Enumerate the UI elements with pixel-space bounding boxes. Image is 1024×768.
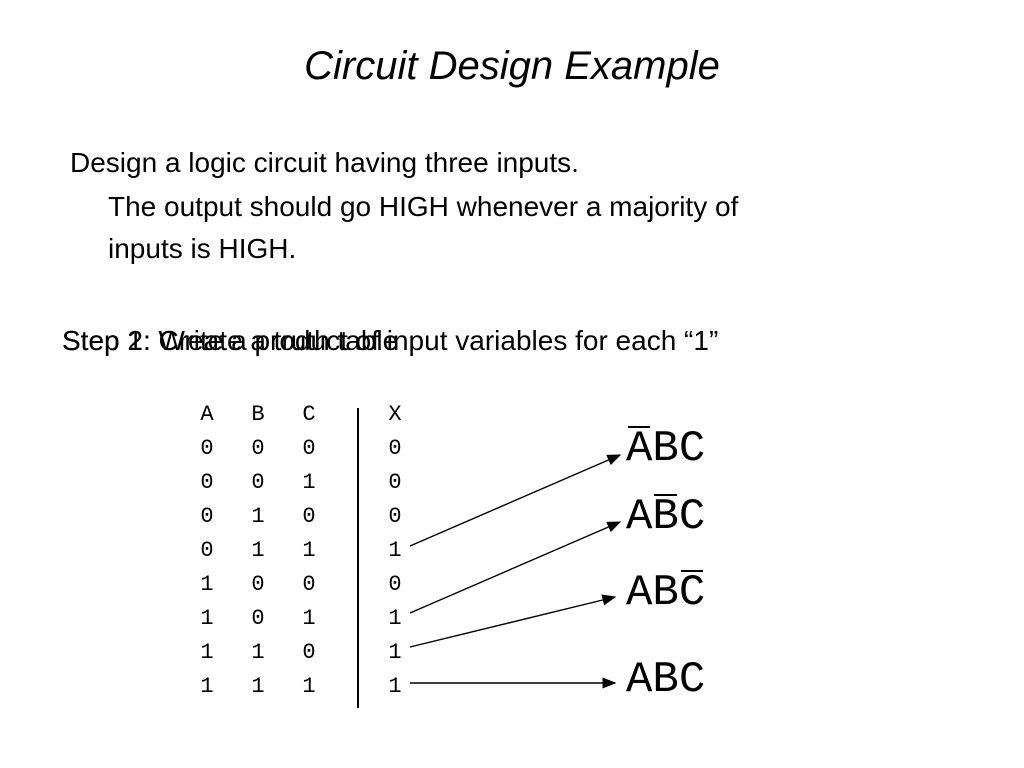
term-variable: C bbox=[678, 492, 706, 542]
step-2-text: Step 2: Write a product of input variabl… bbox=[62, 325, 719, 356]
problem-line-3: inputs is HIGH. bbox=[108, 233, 297, 264]
problem-line-2: The output should go HIGH whenever a maj… bbox=[108, 191, 739, 222]
term-variable: C bbox=[678, 655, 706, 705]
table-cell: 0 bbox=[251, 436, 265, 461]
arrow-row-011 bbox=[409, 454, 622, 547]
term-variable: B bbox=[652, 568, 679, 618]
term-variable: B bbox=[652, 424, 679, 474]
product-term-4: ABC bbox=[626, 655, 705, 705]
term-variable: A bbox=[626, 568, 653, 618]
term-variable: B bbox=[652, 492, 679, 542]
table-cell: 0 bbox=[251, 470, 265, 495]
term-variable: A bbox=[626, 492, 653, 542]
table-header-x: X bbox=[388, 402, 402, 427]
table-cell: 1 bbox=[200, 674, 214, 699]
problem-line-1: Design a logic circuit having three inpu… bbox=[70, 147, 579, 178]
table-cell: 1 bbox=[388, 640, 402, 665]
table-cell: 0 bbox=[200, 470, 214, 495]
product-term-1: ABC bbox=[626, 424, 705, 474]
term-variable: C bbox=[678, 568, 706, 618]
table-cell: 1 bbox=[200, 640, 214, 665]
table-cell: 1 bbox=[251, 640, 265, 665]
table-cell: 1 bbox=[302, 674, 316, 699]
table-cell: 1 bbox=[302, 470, 316, 495]
table-cell: 0 bbox=[388, 504, 402, 529]
table-cell: 0 bbox=[251, 606, 265, 631]
table-cell: 1 bbox=[388, 538, 402, 563]
step-1-text: Step 1: Create a truth table bbox=[62, 325, 399, 356]
table-cell: 1 bbox=[302, 538, 316, 563]
table-cell: 0 bbox=[388, 470, 402, 495]
table-header-c: C bbox=[302, 402, 316, 427]
term-variable: A bbox=[626, 424, 653, 474]
term-variable: B bbox=[652, 655, 679, 705]
table-header-a: A bbox=[200, 402, 214, 427]
table-cell: 0 bbox=[302, 436, 316, 461]
table-cell: 1 bbox=[251, 504, 265, 529]
term-variable: C bbox=[678, 424, 706, 474]
table-cell: 0 bbox=[388, 572, 402, 597]
table-cell: 1 bbox=[388, 674, 402, 699]
table-cell: 1 bbox=[200, 572, 214, 597]
table-cell: 1 bbox=[388, 606, 402, 631]
arrow-row-101 bbox=[409, 521, 622, 614]
table-cell: 0 bbox=[302, 504, 316, 529]
table-cell: 0 bbox=[200, 504, 214, 529]
table-cell: 0 bbox=[200, 436, 214, 461]
table-cell: 0 bbox=[302, 572, 316, 597]
table-cell: 1 bbox=[251, 674, 265, 699]
table-cell: 0 bbox=[200, 538, 214, 563]
table-header-b: B bbox=[251, 402, 265, 427]
term-variable: A bbox=[626, 655, 653, 705]
table-cell: 1 bbox=[251, 538, 265, 563]
table-cell: 0 bbox=[251, 572, 265, 597]
table-cell: 0 bbox=[302, 640, 316, 665]
table-cell: 1 bbox=[200, 606, 214, 631]
table-cell: 0 bbox=[388, 436, 402, 461]
table-cell: 1 bbox=[302, 606, 316, 631]
arrow-row-110 bbox=[409, 594, 617, 648]
table-divider bbox=[357, 408, 359, 708]
product-term-2: ABC bbox=[626, 492, 705, 542]
slide-title: Circuit Design Example bbox=[304, 44, 720, 88]
product-term-3: ABC bbox=[626, 568, 705, 618]
